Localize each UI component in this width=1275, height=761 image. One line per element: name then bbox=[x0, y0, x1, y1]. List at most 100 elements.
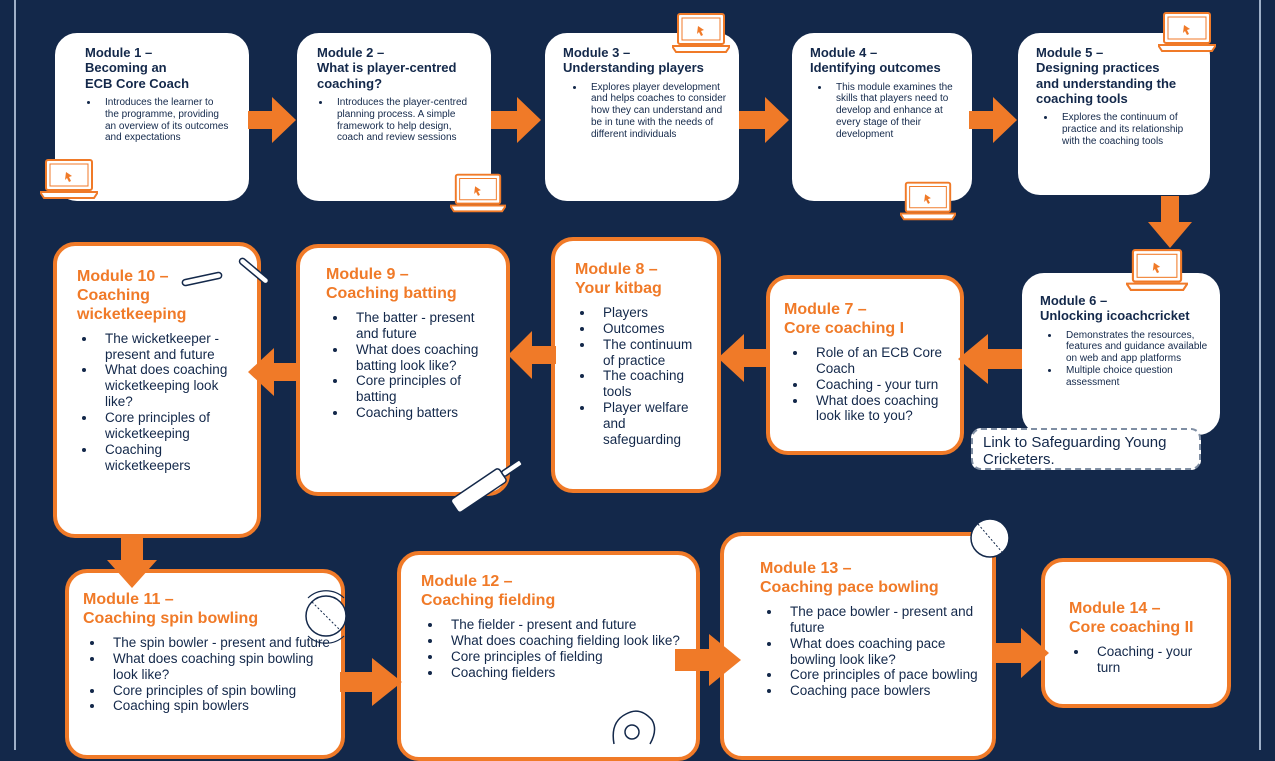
cricket-ball-icon bbox=[970, 518, 1010, 558]
laptop-icon bbox=[900, 181, 956, 221]
module-point: What does coaching spin bowling look lik… bbox=[105, 651, 331, 683]
arrow-left-icon bbox=[958, 334, 1022, 384]
module-4-box: Module 4 – Identifying outcomes This mod… bbox=[792, 33, 972, 201]
module-points: The pace bowler - present and futureWhat… bbox=[760, 604, 982, 700]
laptop-icon bbox=[450, 173, 506, 213]
module-points: Coaching - your turn bbox=[1069, 644, 1217, 676]
arrow-left-icon bbox=[508, 331, 556, 379]
arrow-right-icon bbox=[993, 628, 1049, 678]
laptop-icon bbox=[40, 159, 98, 199]
module-point: The spin bowler - present and future bbox=[105, 635, 331, 651]
module-9-box: Module 9 – Coaching batting The batter -… bbox=[296, 244, 510, 496]
module-14-box: Module 14 – Core coaching II Coaching - … bbox=[1041, 558, 1231, 708]
module-point: The pace bowler - present and future bbox=[782, 604, 982, 636]
arrow-down-icon bbox=[1148, 196, 1192, 248]
module-title: Module 7 – Core coaching I bbox=[784, 301, 905, 337]
module-points: The fielder - present and futureWhat doe… bbox=[421, 617, 686, 681]
arrow-right-icon bbox=[739, 97, 789, 143]
left-border-line bbox=[14, 0, 16, 750]
module-title: Module 12 – Coaching fielding bbox=[421, 573, 556, 609]
module-point: The wicketkeeper - present and future bbox=[97, 331, 247, 363]
arrow-right-icon bbox=[248, 97, 296, 143]
module-title: Module 13 – Coaching pace bowling bbox=[760, 560, 939, 596]
laptop-icon bbox=[1126, 249, 1188, 291]
module-points: PlayersOutcomesThe continuum of practice… bbox=[575, 305, 707, 448]
module-title: Module 10 – Coaching wicketkeeping bbox=[77, 268, 187, 323]
module-point: What does coaching fielding look like? bbox=[443, 633, 686, 649]
module-11-box: Module 11 – Coaching spin bowling The sp… bbox=[65, 569, 345, 759]
module-point: Coaching spin bowlers bbox=[105, 698, 331, 714]
module-point: Core principles of batting bbox=[348, 373, 496, 405]
module-point: Players bbox=[595, 305, 707, 321]
module-point: Core principles of spin bowling bbox=[105, 683, 331, 699]
module-point: Introduces the player-centred planning p… bbox=[331, 97, 477, 144]
module-7-box: Module 7 – Core coaching I Role of an EC… bbox=[766, 275, 964, 455]
module-title: Module 9 – Coaching batting bbox=[326, 266, 457, 302]
module-point: Coaching fielders bbox=[443, 665, 686, 681]
arrow-right-icon bbox=[675, 634, 741, 686]
module-point: The continuum of practice bbox=[595, 337, 707, 369]
module-title: Module 4 – Identifying outcomes bbox=[810, 45, 941, 76]
module-title: Module 8 – Your kitbag bbox=[575, 261, 662, 297]
module-5-box: Module 5 – Designing practices and under… bbox=[1018, 33, 1210, 195]
module-point: What does coaching look like to you? bbox=[808, 393, 950, 425]
module-points: Introduces the learner to the programme,… bbox=[85, 97, 235, 144]
module-point: Core principles of wicketkeeping bbox=[97, 410, 247, 442]
module-point: This module examines the skills that pla… bbox=[830, 82, 960, 141]
module-title: Module 2 – What is player-centred coachi… bbox=[317, 45, 457, 91]
module-point: Outcomes bbox=[595, 321, 707, 337]
module-point: Core principles of fielding bbox=[443, 649, 686, 665]
arrow-down-icon bbox=[107, 534, 157, 588]
laptop-icon bbox=[672, 13, 730, 53]
module-points: This module examines the skills that pla… bbox=[810, 82, 960, 141]
module-title: Module 11 – Coaching spin bowling bbox=[83, 591, 259, 627]
module-point: The batter - present and future bbox=[348, 310, 496, 342]
laptop-icon bbox=[1158, 12, 1216, 52]
module-points: The wicketkeeper - present and futureWha… bbox=[77, 331, 247, 474]
module-point: Coaching - your turn bbox=[808, 377, 950, 393]
module-point: Coaching wicketkeepers bbox=[97, 442, 247, 474]
spinning-ball-icon bbox=[305, 590, 347, 644]
module-3-box: Module 3 – Understanding players Explore… bbox=[545, 33, 739, 201]
arrow-left-icon bbox=[248, 348, 300, 396]
module-title: Module 6 – Unlocking icoachcricket bbox=[1040, 293, 1190, 324]
module-title: Module 5 – Designing practices and under… bbox=[1036, 45, 1177, 106]
module-point: Coaching - your turn bbox=[1089, 644, 1217, 676]
module-point: What does coaching batting look like? bbox=[348, 342, 496, 374]
arrow-right-icon bbox=[340, 658, 402, 706]
cricket-bat-icon bbox=[450, 459, 523, 514]
module-points: The spin bowler - present and futureWhat… bbox=[83, 635, 331, 715]
module-point: Coaching pace bowlers bbox=[782, 683, 982, 699]
module-point: Demonstrates the resources, features and… bbox=[1060, 330, 1208, 365]
module-points: Role of an ECB Core CoachCoaching - your… bbox=[784, 345, 950, 425]
arrow-right-icon bbox=[491, 97, 541, 143]
module-point: Explores the continuum of practice and i… bbox=[1056, 112, 1198, 147]
module-points: The batter - present and futureWhat does… bbox=[326, 310, 496, 421]
module-points: Demonstrates the resources, features and… bbox=[1040, 330, 1208, 389]
module-point: Multiple choice question assessment bbox=[1060, 365, 1208, 389]
module-title: Module 3 – Understanding players bbox=[563, 45, 704, 76]
arrow-right-icon bbox=[969, 97, 1017, 143]
hand-catch-icon bbox=[612, 710, 656, 745]
module-points: Explores player development and helps co… bbox=[563, 82, 727, 141]
module-point: Explores player development and helps co… bbox=[585, 82, 727, 141]
module-point: What does coaching wicketkeeping look li… bbox=[97, 362, 247, 410]
module-point: Coaching batters bbox=[348, 405, 496, 421]
module-title: Module 1 – Becoming an ECB Core Coach bbox=[85, 45, 190, 91]
safeguarding-link-note[interactable]: Link to Safeguarding Young Cricketers. bbox=[971, 428, 1201, 470]
module-8-box: Module 8 – Your kitbag PlayersOutcomesTh… bbox=[551, 237, 721, 493]
right-border-line bbox=[1259, 0, 1261, 750]
arrow-left-icon bbox=[718, 334, 768, 382]
cricket-stumps-icon bbox=[181, 257, 270, 287]
module-10-box: Module 10 – Coaching wicketkeeping The w… bbox=[53, 242, 261, 538]
module-point: The coaching tools bbox=[595, 368, 707, 400]
module-points: Introduces the player-centred planning p… bbox=[317, 97, 477, 144]
module-13-box: Module 13 – Coaching pace bowling The pa… bbox=[720, 532, 996, 760]
module-point: Role of an ECB Core Coach bbox=[808, 345, 950, 377]
module-2-box: Module 2 – What is player-centred coachi… bbox=[297, 33, 491, 201]
module-point: Player welfare and safeguarding bbox=[595, 400, 707, 448]
module-point: Core principles of pace bowling bbox=[782, 667, 982, 683]
module-points: Explores the continuum of practice and i… bbox=[1036, 112, 1198, 147]
module-title: Module 14 – Core coaching II bbox=[1069, 600, 1194, 636]
